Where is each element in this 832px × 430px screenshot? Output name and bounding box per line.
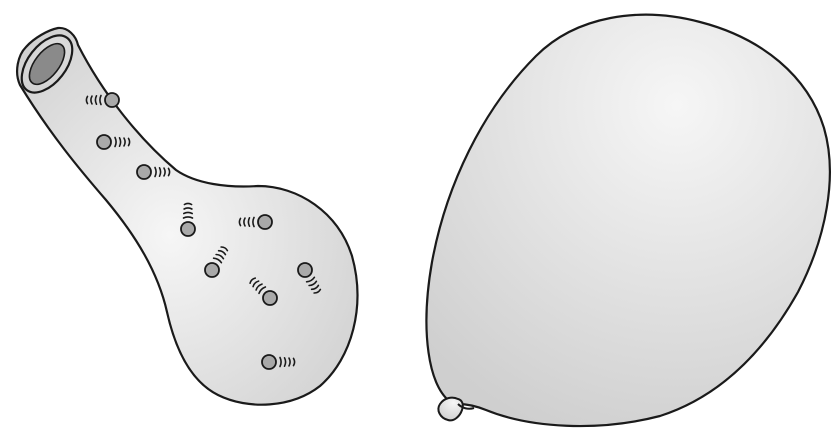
inflated-balloon-body [426, 15, 829, 426]
deflated-balloon [12, 26, 358, 404]
gas-particle-dot [298, 263, 312, 277]
gas-particle-dot [137, 165, 151, 179]
gas-particle-dot [263, 291, 277, 305]
gas-particle-dot [105, 93, 119, 107]
balloon-knot [438, 398, 462, 421]
gas-particle-dot [97, 135, 111, 149]
gas-particle-dot [258, 215, 272, 229]
gas-particle-dot [181, 222, 195, 236]
inflated-balloon [426, 15, 829, 426]
gas-particle-dot [262, 355, 276, 369]
gas-particle-dot [205, 263, 219, 277]
